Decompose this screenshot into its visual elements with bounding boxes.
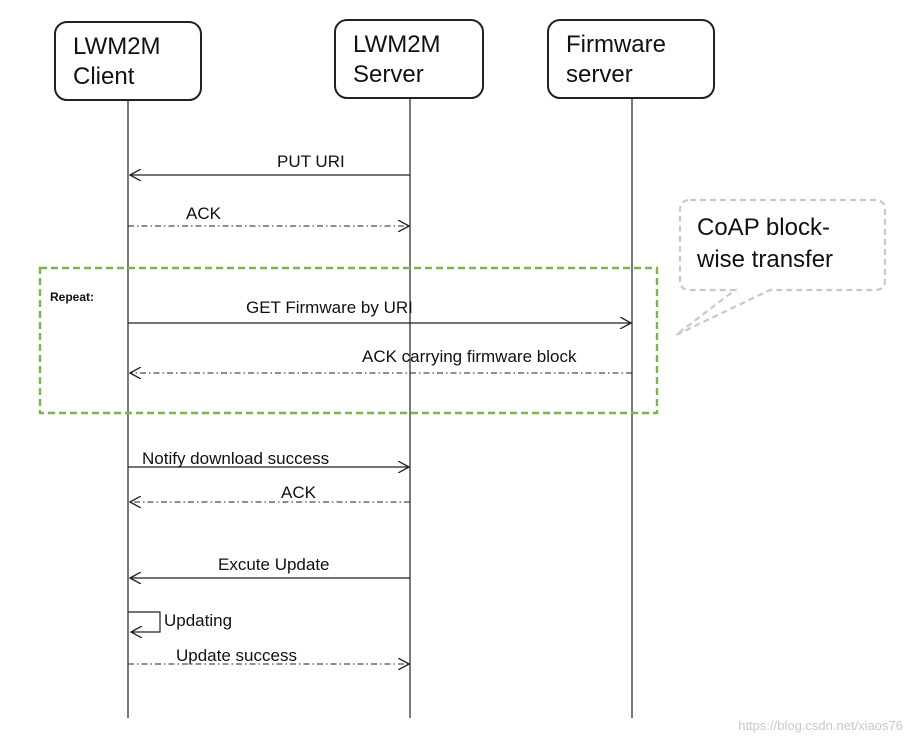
firmware-title-line2: server xyxy=(566,61,633,88)
coap-note-callout: CoAP block- wise transfer xyxy=(675,198,887,336)
ack1-label: ACK xyxy=(186,204,222,223)
update-success-label: Update success xyxy=(176,646,297,665)
participant-client: LWM2M Client xyxy=(54,21,202,101)
put-uri-label: PUT URI xyxy=(277,152,345,171)
participant-firmware: Firmware server xyxy=(547,19,715,99)
watermark: https://blog.csdn.net/xiaos76 xyxy=(738,718,903,733)
client-title-line2: Client xyxy=(73,63,135,90)
updating-label: Updating xyxy=(164,611,232,630)
note-line2: wise transfer xyxy=(696,246,833,273)
repeat-label: Repeat: xyxy=(50,290,94,304)
updating-self-arrow xyxy=(128,611,161,632)
client-title-line1: LWM2M xyxy=(73,33,161,60)
firmware-title-line1: Firmware xyxy=(566,31,666,58)
server-title-line2: Server xyxy=(353,61,424,88)
note-line1: CoAP block- xyxy=(697,214,830,241)
repeat-fragment xyxy=(38,266,659,415)
get-firmware-label: GET Firmware by URI xyxy=(246,298,413,317)
notify-label: Notify download success xyxy=(142,449,329,468)
ack-block-label: ACK carrying firmware block xyxy=(362,347,577,366)
ack2-label: ACK xyxy=(281,483,317,502)
participant-server: LWM2M Server xyxy=(334,19,484,99)
execute-label: Excute Update xyxy=(218,555,330,574)
server-title-line1: LWM2M xyxy=(353,31,441,58)
